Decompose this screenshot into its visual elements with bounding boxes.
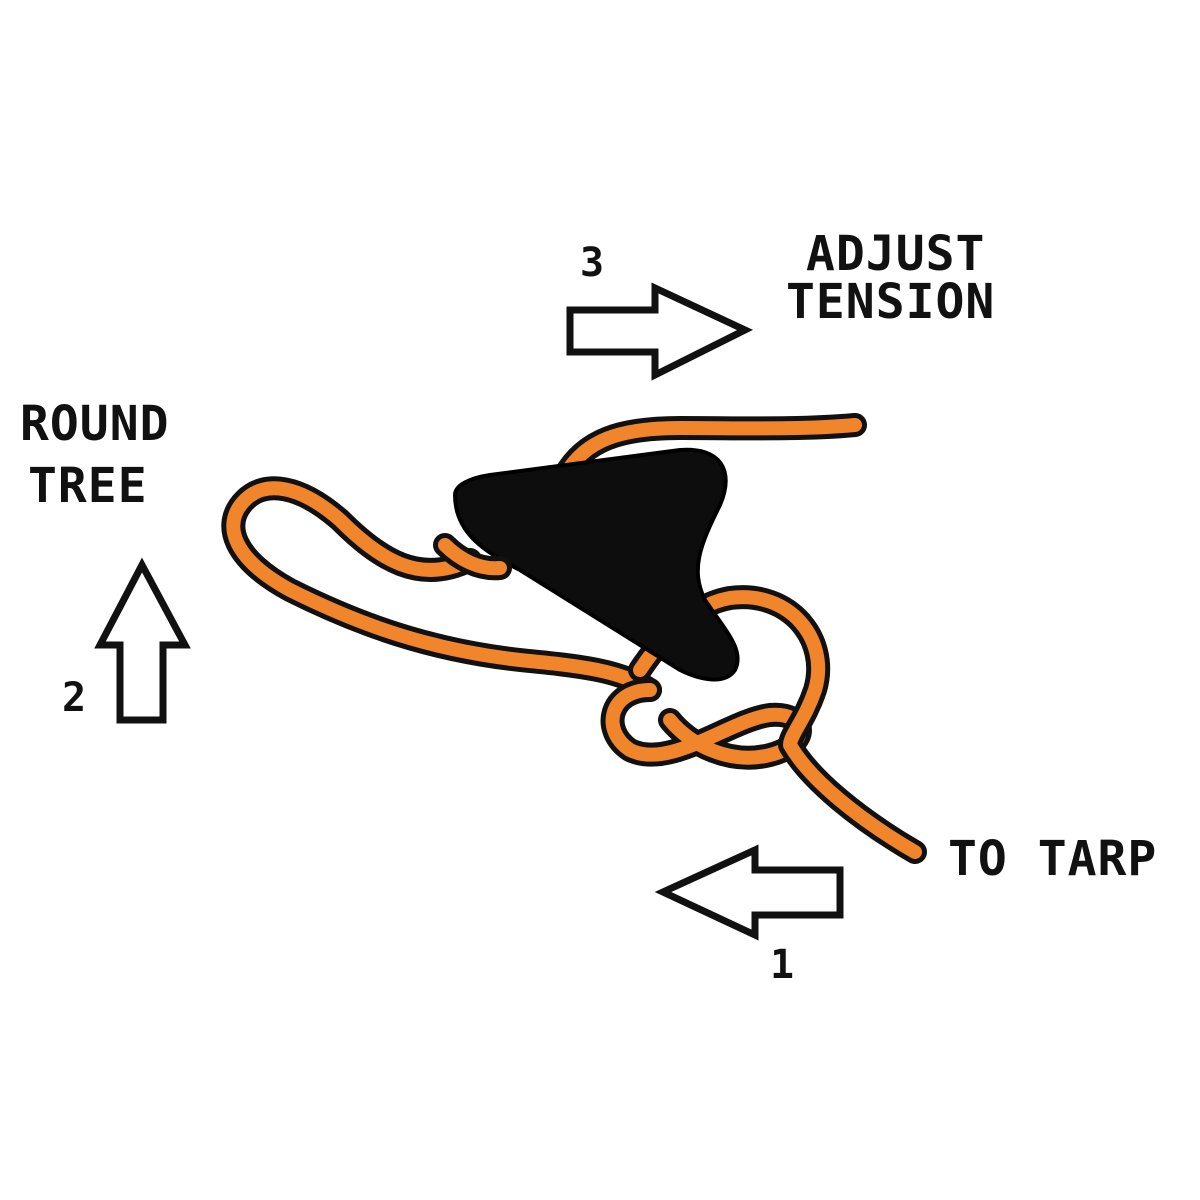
arrow-up-icon (94, 557, 191, 724)
arrow-left-icon (654, 844, 844, 941)
cord-tensioner-icon (452, 447, 740, 682)
label-step-1: 1 (770, 942, 795, 988)
cord-front-pass (433, 533, 512, 581)
cord-tree-loop (221, 476, 662, 702)
label-adjust-line1: ADJUST (806, 226, 986, 282)
label-adjust-line2: TENSION (786, 274, 996, 330)
label-round-line1: ROUND (20, 396, 170, 452)
label-to-tarp: TO TARP (948, 831, 1158, 887)
arrow-right-icon (566, 282, 754, 381)
label-step-2: 2 (62, 675, 87, 721)
cord-knot-lower (600, 678, 812, 770)
label-round-line2: TREE (28, 458, 148, 514)
label-step-3: 3 (580, 240, 605, 286)
cord-tail-adjust (553, 413, 867, 487)
